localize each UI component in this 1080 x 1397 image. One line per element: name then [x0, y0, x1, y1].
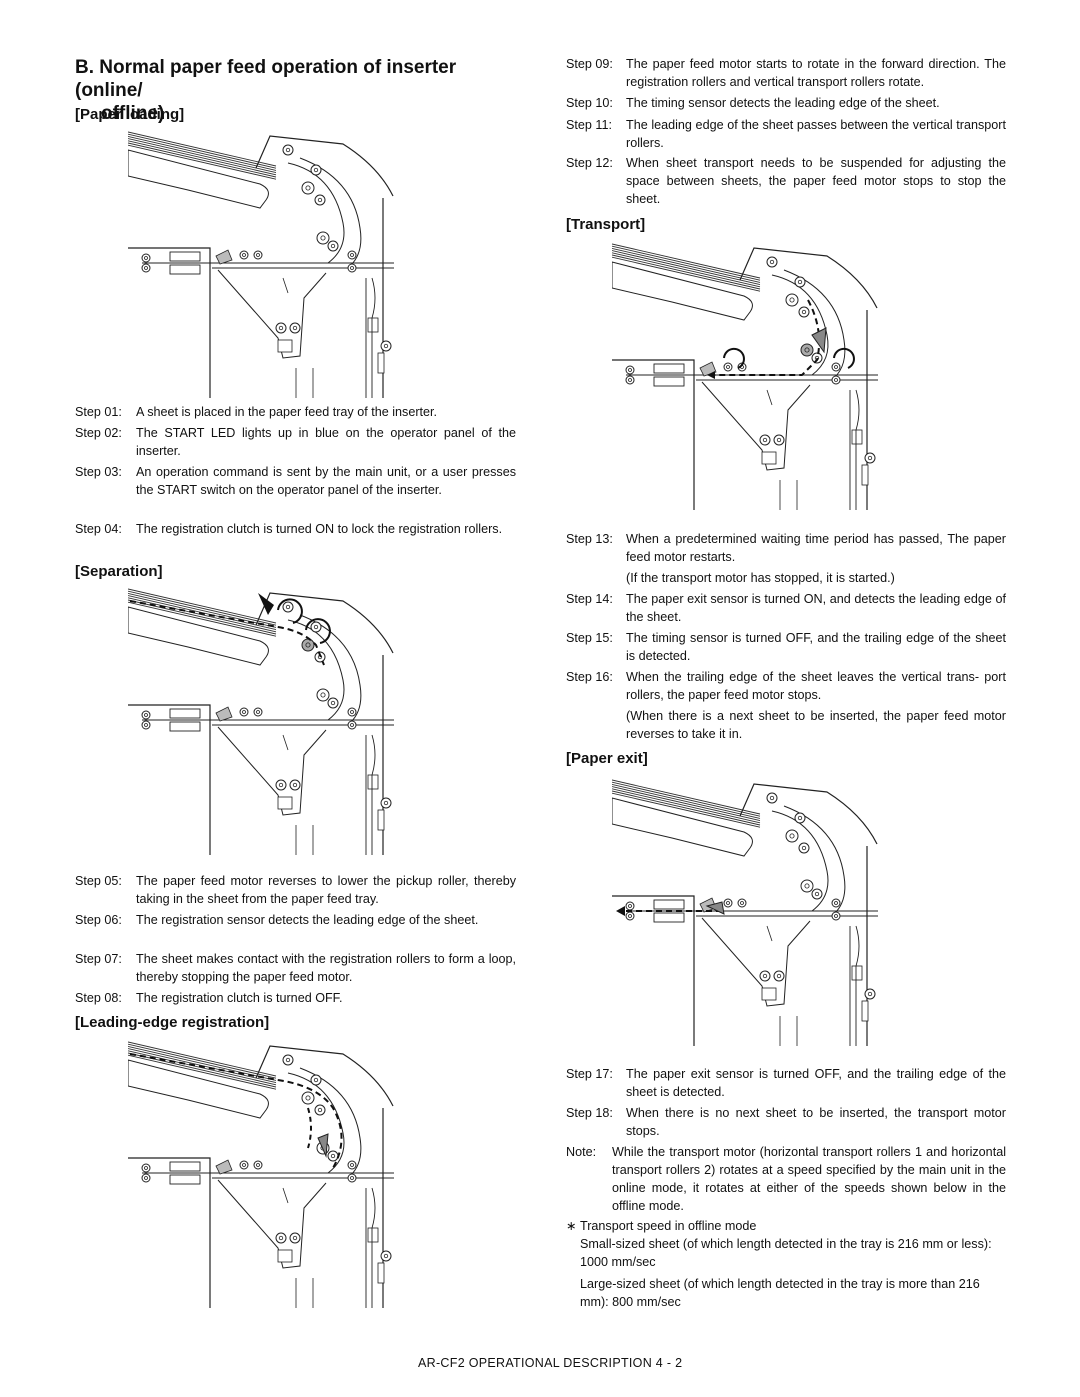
- step-label: Step 12:: [566, 156, 613, 170]
- diagram-separation: [128, 585, 396, 855]
- step-text: The START LED lights up in blue on the o…: [136, 426, 516, 458]
- step-15: Step 15: The timing sensor is turned OFF…: [566, 629, 1006, 665]
- step-text: The paper feed motor reverses to lower t…: [136, 874, 516, 906]
- step-text: When sheet transport needs to be suspend…: [626, 156, 1006, 206]
- step-label: Step 15:: [566, 631, 613, 645]
- step-13: Step 13: When a predetermined waiting ti…: [566, 530, 1006, 566]
- step-11: Step 11: The leading edge of the sheet p…: [566, 116, 1006, 152]
- step-text: An operation command is sent by the main…: [136, 465, 516, 497]
- diagram-transport: [612, 240, 880, 510]
- step-text: When there is no next sheet to be insert…: [626, 1106, 1006, 1138]
- bullet-asterisk: ∗: [566, 1219, 577, 1233]
- subtitle-transport: [Transport]: [566, 216, 646, 233]
- note-transport-motor: Note: While the transport motor (horizon…: [566, 1143, 1006, 1215]
- step-18: Step 18: When there is no next sheet to …: [566, 1104, 1006, 1140]
- step-text: The sheet makes contact with the registr…: [136, 952, 516, 984]
- step-04: Step 04: The registration clutch is turn…: [75, 520, 516, 556]
- step-text: The registration clutch is turned ON to …: [136, 522, 503, 536]
- step-label: Step 18:: [566, 1106, 613, 1120]
- step-text: A sheet is placed in the paper feed tray…: [136, 405, 438, 419]
- speed-note: ∗ Transport speed in offline mode Small-…: [566, 1217, 1006, 1311]
- step-10: Step 10: The timing sensor detects the l…: [566, 94, 1006, 112]
- step-label: Step 06:: [75, 913, 122, 927]
- section-heading-line2: offline): [101, 103, 165, 124]
- step-06: Step 06: The registration sensor detects…: [75, 911, 516, 947]
- step-16: Step 16: When the trailing edge of the s…: [566, 668, 1006, 704]
- step-05: Step 05: The paper feed motor reverses t…: [75, 872, 516, 908]
- section-heading: B. Normal paper feed operation of insert…: [75, 56, 525, 125]
- step-label: Step 07:: [75, 952, 122, 966]
- subtitle-paper-loading: [Paper loading]: [75, 106, 185, 123]
- step-label: Step 04:: [75, 522, 122, 536]
- step-03: Step 03: An operation command is sent by…: [75, 463, 516, 517]
- step-text: The paper feed motor starts to rotate in…: [626, 57, 1006, 89]
- subtitle-leading-edge-registration: [Leading-edge registration]: [75, 1014, 270, 1031]
- step-13-note: (If the transport motor has stopped, it …: [626, 571, 895, 585]
- speed-note-large: Large-sized sheet (of which length detec…: [580, 1277, 980, 1309]
- step-text: The registration clutch is turned OFF.: [136, 991, 343, 1005]
- step-label: Step 14:: [566, 592, 613, 606]
- step-14: Step 14: The paper exit sensor is turned…: [566, 590, 1006, 626]
- speed-note-small: Small-sized sheet (of which length detec…: [580, 1237, 992, 1269]
- diagram-leading-edge-registration: [128, 1038, 396, 1308]
- step-09: Step 09: The paper feed motor starts to …: [566, 55, 1006, 91]
- step-text: The timing sensor is turned OFF, and the…: [626, 631, 1006, 663]
- step-08: Step 08: The registration clutch is turn…: [75, 989, 516, 1007]
- step-02: Step 02: The START LED lights up in blue…: [75, 424, 516, 460]
- diagram-paper-loading: [128, 128, 396, 398]
- step-label: Step 09:: [566, 57, 613, 71]
- page-footer: AR-CF2 OPERATIONAL DESCRIPTION 4 - 2: [418, 1356, 683, 1370]
- step-label: Step 02:: [75, 426, 122, 440]
- step-text: The timing sensor detects the leading ed…: [626, 96, 940, 110]
- step-12: Step 12: When sheet transport needs to b…: [566, 154, 1006, 208]
- note-label: Note:: [566, 1145, 597, 1159]
- step-label: Step 05:: [75, 874, 122, 888]
- step-16-note: (When there is a next sheet to be insert…: [626, 709, 1006, 741]
- step-07: Step 07: The sheet makes contact with th…: [75, 950, 516, 986]
- step-label: Step 01:: [75, 405, 122, 419]
- speed-note-title: Transport speed in offline mode: [580, 1219, 757, 1233]
- step-17: Step 17: The paper exit sensor is turned…: [566, 1065, 1006, 1101]
- step-label: Step 10:: [566, 96, 613, 110]
- step-label: Step 13:: [566, 532, 613, 546]
- step-label: Step 17:: [566, 1067, 613, 1081]
- step-text: The paper exit sensor is turned OFF, and…: [626, 1067, 1006, 1099]
- note-text: While the transport motor (horizontal tr…: [612, 1145, 1006, 1213]
- step-text: The leading edge of the sheet passes bet…: [626, 118, 1006, 150]
- step-01: Step 01: A sheet is placed in the paper …: [75, 403, 516, 421]
- step-label: Step 08:: [75, 991, 122, 1005]
- step-label: Step 16:: [566, 670, 613, 684]
- subtitle-paper-exit: [Paper exit]: [566, 750, 648, 767]
- section-heading-line1: B. Normal paper feed operation of insert…: [75, 57, 457, 101]
- step-label: Step 11:: [566, 118, 612, 132]
- step-label: Step 03:: [75, 465, 122, 479]
- step-text: The registration sensor detects the lead…: [136, 913, 479, 927]
- subtitle-separation: [Separation]: [75, 563, 163, 580]
- step-text: When a predetermined waiting time period…: [626, 532, 1006, 564]
- step-text: The paper exit sensor is turned ON, and …: [626, 592, 1006, 624]
- step-text: When the trailing edge of the sheet leav…: [626, 670, 1006, 702]
- diagram-paper-exit: [612, 776, 880, 1046]
